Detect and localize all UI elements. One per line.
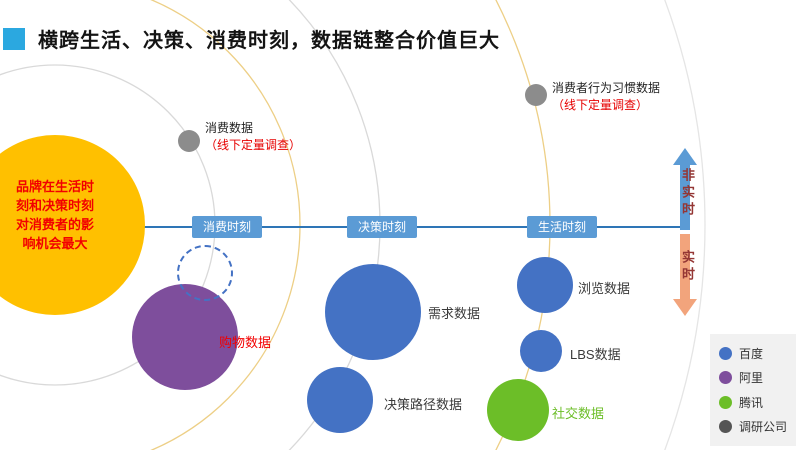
habits-data-dot (525, 84, 547, 106)
brand-impact-text: 品牌在生活时 刻和决策时刻 对消费者的影 响机会最大 (3, 177, 107, 253)
legend-item-baidu: 百度 (719, 345, 787, 362)
baidu-dot-icon (719, 347, 732, 360)
legend-item-tencent: 腾讯 (719, 394, 787, 411)
brand-impact-line: 品牌在生活时 (15, 179, 94, 194)
non-realtime-label: 非实时 (680, 168, 695, 219)
consumption-data-sub: （线下定量调查） (205, 138, 302, 152)
demand-data-label: 需求数据 (428, 306, 481, 321)
browsing-data-label: 浏览数据 (578, 281, 631, 296)
brand-impact-line: 响机会最大 (22, 236, 88, 251)
page-title: 横跨生活、决策、消费时刻，数据链整合价值巨大 (38, 30, 500, 52)
consumption-data-note: 消费数据 （线下定量调查） (205, 120, 301, 154)
decision-path-data-bubble (307, 367, 373, 433)
social-data-bubble (487, 379, 549, 441)
shopping-data-label: 购物数据 (219, 335, 272, 350)
legend-item-ali: 阿里 (719, 369, 787, 386)
tencent-dot-icon (719, 395, 732, 409)
arrow-up-shaft (680, 164, 690, 230)
consumption-data-label: 消费数据 (205, 121, 254, 135)
brand-impact-bubble: 品牌在生活时 刻和决策时刻 对消费者的影 响机会最大 (0, 135, 145, 315)
decision-path-data-label: 决策路径数据 (384, 397, 463, 412)
empty-dashed-bubble (177, 245, 233, 301)
legend-label-baidu: 百度 (739, 347, 764, 361)
brand-impact-line: 对消费者的影 (15, 217, 94, 232)
legend-item-research: 调研公司 (719, 418, 787, 435)
shopping-data-bubble (132, 284, 238, 390)
browsing-data-bubble (517, 257, 573, 313)
arrow-down-shaft (680, 234, 690, 300)
lbs-data-label: LBS数据 (570, 347, 621, 362)
ali-dot-icon (719, 371, 732, 385)
moment-label-decision: 决策时刻 (347, 216, 418, 238)
legend-label-research: 调研公司 (739, 419, 788, 434)
moment-label-consumption: 消费时刻 (192, 216, 263, 238)
lbs-data-bubble (520, 330, 562, 372)
arrow-down-icon (673, 299, 697, 316)
title-accent-icon (3, 28, 25, 50)
consumption-data-dot (178, 130, 200, 152)
habits-data-label: 消费者行为习惯数据 (552, 81, 661, 95)
habits-data-sub: （线下定量调查） (552, 98, 649, 112)
research-dot-icon (719, 419, 732, 433)
demand-data-bubble (325, 264, 421, 360)
social-data-label: 社交数据 (552, 406, 605, 421)
legend-label-tencent: 腾讯 (739, 395, 764, 410)
arrow-up-icon (673, 148, 697, 165)
legend-panel: 百度 阿里 腾讯 调研公司 (710, 334, 796, 446)
habits-data-note: 消费者行为习惯数据 （线下定量调查） (552, 80, 660, 114)
moment-label-life: 生活时刻 (527, 216, 598, 238)
brand-impact-line: 刻和决策时刻 (15, 198, 94, 213)
realtime-label: 实时 (680, 250, 695, 284)
legend-label-ali: 阿里 (739, 371, 764, 386)
